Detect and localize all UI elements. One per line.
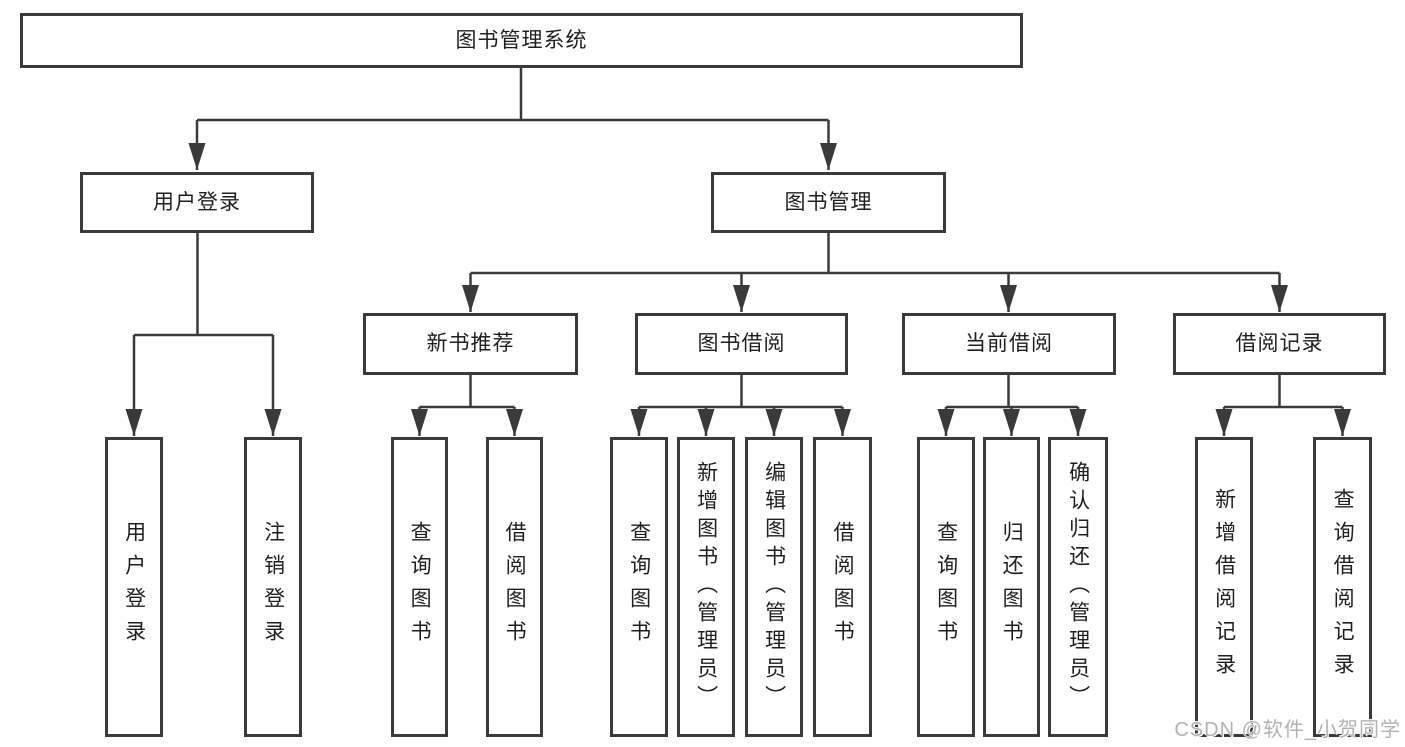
- node-borrowing-records: 借阅记录: [1173, 313, 1386, 375]
- node-book-management: 图书管理: [711, 172, 946, 233]
- node-leaf-nb-query-books: 查询图书: [391, 437, 448, 737]
- node-library-management-system: 图书管理系统: [20, 13, 1023, 68]
- node-current-borrowing: 当前借阅: [902, 313, 1116, 375]
- node-leaf-nb-borrow-books: 借阅图书: [486, 437, 543, 737]
- node-leaf-user-login: 用户登录: [105, 437, 163, 737]
- node-leaf-cb-confirm-return-admin: 确认归还（管理员）: [1048, 437, 1108, 737]
- csdn-watermark: CSDN @软件_小贺同学: [1174, 719, 1401, 741]
- node-leaf-bb-query-books: 查询图书: [610, 437, 668, 737]
- node-leaf-bb-edit-books-admin: 编辑图书（管理员）: [745, 437, 803, 737]
- node-leaf-cb-query-books: 查询图书: [917, 437, 975, 737]
- node-user-login: 用户登录: [80, 172, 314, 233]
- node-new-book-recommend: 新书推荐: [363, 313, 578, 375]
- node-leaf-cb-return-books: 归还图书: [983, 437, 1040, 737]
- node-leaf-logout: 注销登录: [244, 437, 302, 737]
- node-book-borrowing: 图书借阅: [635, 313, 848, 375]
- node-leaf-bb-borrow-books: 借阅图书: [813, 437, 872, 737]
- node-leaf-br-add-record: 新增借阅记录: [1195, 437, 1253, 737]
- node-leaf-bb-add-books-admin: 新增图书（管理员）: [677, 437, 735, 737]
- node-leaf-br-query-record: 查询借阅记录: [1313, 437, 1372, 737]
